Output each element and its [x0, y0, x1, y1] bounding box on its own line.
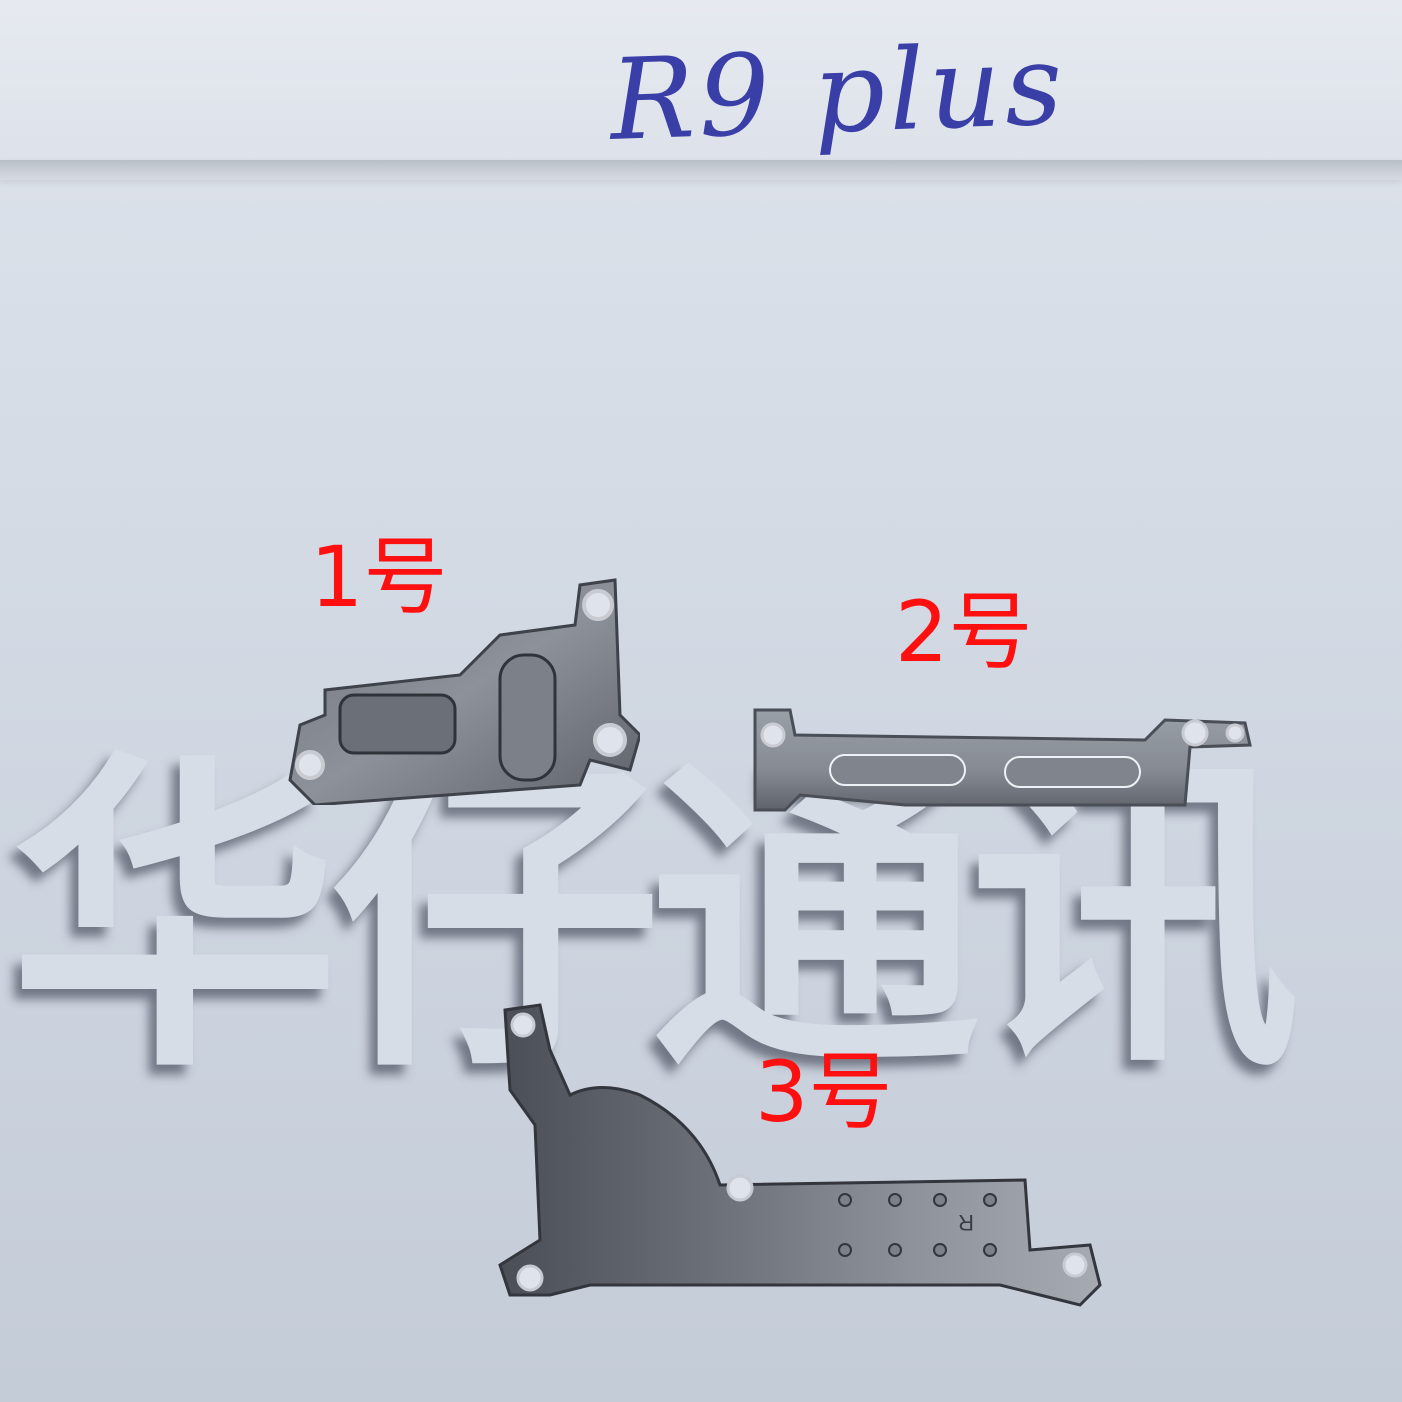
part-2-label: 2号	[895, 583, 1033, 681]
part-3-shield-plate: R	[490, 995, 1110, 1315]
part-1-label: 1号	[310, 528, 448, 626]
paper-tear-edge	[0, 160, 1402, 180]
part-3-marking: R	[958, 1210, 974, 1235]
paper-sheet	[0, 0, 1402, 165]
handwritten-model-title: R9 plus	[607, 20, 1069, 166]
part-1-bracket	[280, 565, 640, 805]
part-3-label: 3号	[755, 1043, 893, 1141]
part-2-bracket	[745, 705, 1265, 825]
